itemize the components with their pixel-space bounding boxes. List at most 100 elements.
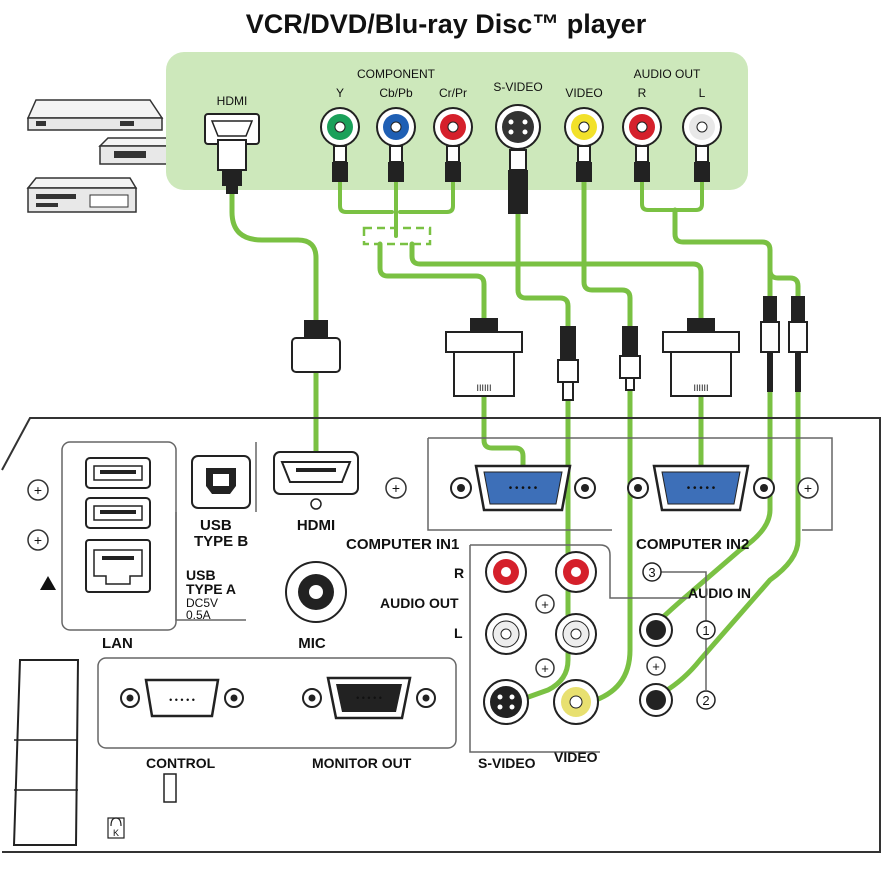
component-y-cable bbox=[338, 178, 394, 214]
vga-plug-in2: IIIIII bbox=[662, 318, 740, 397]
bluray-player-icon bbox=[26, 177, 138, 213]
audio-out-box bbox=[470, 544, 690, 599]
projector-l-label: L bbox=[454, 625, 463, 641]
mic-jack bbox=[285, 561, 347, 623]
source-audio-out-label: AUDIO OUT bbox=[634, 67, 701, 81]
svg-text:• • • • •: • • • • • bbox=[169, 695, 195, 705]
rca-plug-cb bbox=[388, 145, 404, 182]
audio-out-l-jack-2 bbox=[555, 613, 597, 655]
usb-type-b-label-line1: USB bbox=[200, 517, 232, 534]
audio-in-num-1: 1 bbox=[696, 620, 716, 640]
screw-icon: + bbox=[27, 529, 49, 551]
projector-panel: + + + + + + + bbox=[1, 417, 881, 853]
computer-in2-label: COMPUTER IN2 bbox=[636, 536, 749, 553]
audio-in1-jack bbox=[639, 613, 673, 647]
svg-text:3: 3 bbox=[648, 565, 655, 580]
control-box bbox=[97, 657, 457, 749]
monitor-out-port: • • • • • bbox=[302, 676, 436, 720]
audio-in-num-3: 3 bbox=[642, 562, 662, 582]
audio-out-r-jack-2 bbox=[555, 551, 597, 593]
audio-out-r-jack-1 bbox=[485, 551, 527, 593]
cables bbox=[229, 177, 801, 705]
source-cb-label: Cb/Pb bbox=[379, 86, 413, 100]
audio-to-in2-cable bbox=[661, 389, 801, 695]
computer-in1-port: • • • • • bbox=[450, 464, 596, 512]
svg-text:+: + bbox=[34, 482, 42, 498]
video-cable bbox=[581, 177, 633, 329]
stand-foot bbox=[12, 659, 80, 846]
svg-text:• • • • •: • • • • • bbox=[687, 483, 716, 494]
usb-type-a-label-line4: 0.5A bbox=[186, 608, 211, 622]
component-split-box bbox=[362, 226, 432, 246]
video-in-jack bbox=[553, 679, 599, 725]
audio-out-l-jack-1 bbox=[485, 613, 527, 655]
component-to-in1-lower bbox=[481, 393, 526, 469]
svg-text:K: K bbox=[113, 828, 119, 838]
svideo-cable bbox=[515, 211, 571, 329]
source-cr-jack bbox=[433, 107, 473, 147]
audio-r-cable bbox=[640, 178, 677, 212]
usb-type-b-port bbox=[191, 455, 251, 509]
lan-label: LAN bbox=[102, 635, 133, 652]
usb-type-a-port bbox=[85, 497, 151, 529]
diagram-title: VCR/DVD/Blu-ray Disc™ player bbox=[246, 9, 647, 39]
svg-text:+: + bbox=[652, 659, 660, 674]
svg-text:+: + bbox=[34, 532, 42, 548]
svg-text:IIIIII: IIIIII bbox=[476, 383, 491, 393]
svideo-in-label: S-VIDEO bbox=[478, 755, 536, 771]
hdmi-plug-bottom bbox=[291, 320, 341, 373]
vcr-icon bbox=[26, 99, 164, 131]
video-plug-bottom bbox=[619, 326, 641, 391]
usb-type-a-label-line2: TYPE A bbox=[186, 581, 236, 597]
audio-in-num-2: 2 bbox=[696, 690, 716, 710]
screw-icon: + bbox=[535, 658, 555, 678]
source-video-jack bbox=[564, 107, 604, 147]
source-hdmi-label: HDMI bbox=[217, 94, 248, 108]
svg-text:• • • • •: • • • • • bbox=[509, 483, 538, 494]
cable-connectors: IIIIII IIIIII bbox=[217, 139, 808, 401]
projector-hdmi-label: HDMI bbox=[297, 517, 335, 534]
source-hdmi-port bbox=[204, 113, 260, 145]
rca-plug-audio-l bbox=[694, 145, 710, 182]
source-svideo-label: S-VIDEO bbox=[493, 80, 542, 94]
source-svideo-jack bbox=[495, 104, 541, 150]
audio-plug-1 bbox=[760, 296, 780, 392]
source-cr-label: Cr/Pr bbox=[439, 86, 467, 100]
rca-plug-audio-r bbox=[634, 145, 650, 182]
screw-icon: + bbox=[535, 594, 555, 614]
screw-icon: + bbox=[385, 477, 407, 499]
hdmi-cable bbox=[229, 187, 319, 323]
projector-hdmi-port bbox=[273, 451, 359, 510]
audio-in-label: AUDIO IN bbox=[688, 585, 751, 601]
computer-in-box bbox=[428, 437, 833, 531]
source-panel: HDMI COMPONENT Y Cb/Pb Cr/Pr S-VIDEO VID… bbox=[166, 52, 748, 190]
source-r-label: R bbox=[638, 86, 647, 100]
component-cr-cable bbox=[398, 178, 455, 214]
rca-plug-y bbox=[332, 145, 348, 182]
usb-type-a-label-line1: USB bbox=[186, 567, 216, 583]
projector-audio-out-label: AUDIO OUT bbox=[380, 595, 459, 611]
svideo-in-jack bbox=[483, 679, 529, 725]
source-audio-l-jack bbox=[682, 107, 722, 147]
svg-text:2: 2 bbox=[702, 693, 709, 708]
lan-port bbox=[85, 539, 151, 593]
svg-text:+: + bbox=[541, 661, 549, 676]
slot-icon bbox=[163, 773, 177, 803]
vga-plug-in1: IIIIII bbox=[445, 318, 523, 397]
svg-text:• • • • •: • • • • • bbox=[356, 693, 382, 703]
svideo-plug-top bbox=[508, 149, 528, 214]
source-y-label: Y bbox=[336, 86, 344, 100]
usb-type-a-label-line3: DC5V bbox=[186, 596, 218, 610]
video-cable-lower bbox=[587, 387, 633, 705]
monitor-out-label: MONITOR OUT bbox=[312, 755, 412, 771]
audio-plug-2 bbox=[788, 296, 808, 392]
source-cb-jack bbox=[376, 107, 416, 147]
svg-text:+: + bbox=[541, 597, 549, 612]
source-audio-r-jack bbox=[622, 107, 662, 147]
svideo-cable-lower bbox=[517, 397, 571, 703]
computer-in1-label: COMPUTER IN1 bbox=[346, 536, 459, 553]
svg-text:1: 1 bbox=[702, 623, 709, 638]
svg-text:+: + bbox=[804, 480, 812, 496]
usb-type-a-port bbox=[85, 457, 151, 489]
triangle-icon bbox=[40, 576, 56, 590]
